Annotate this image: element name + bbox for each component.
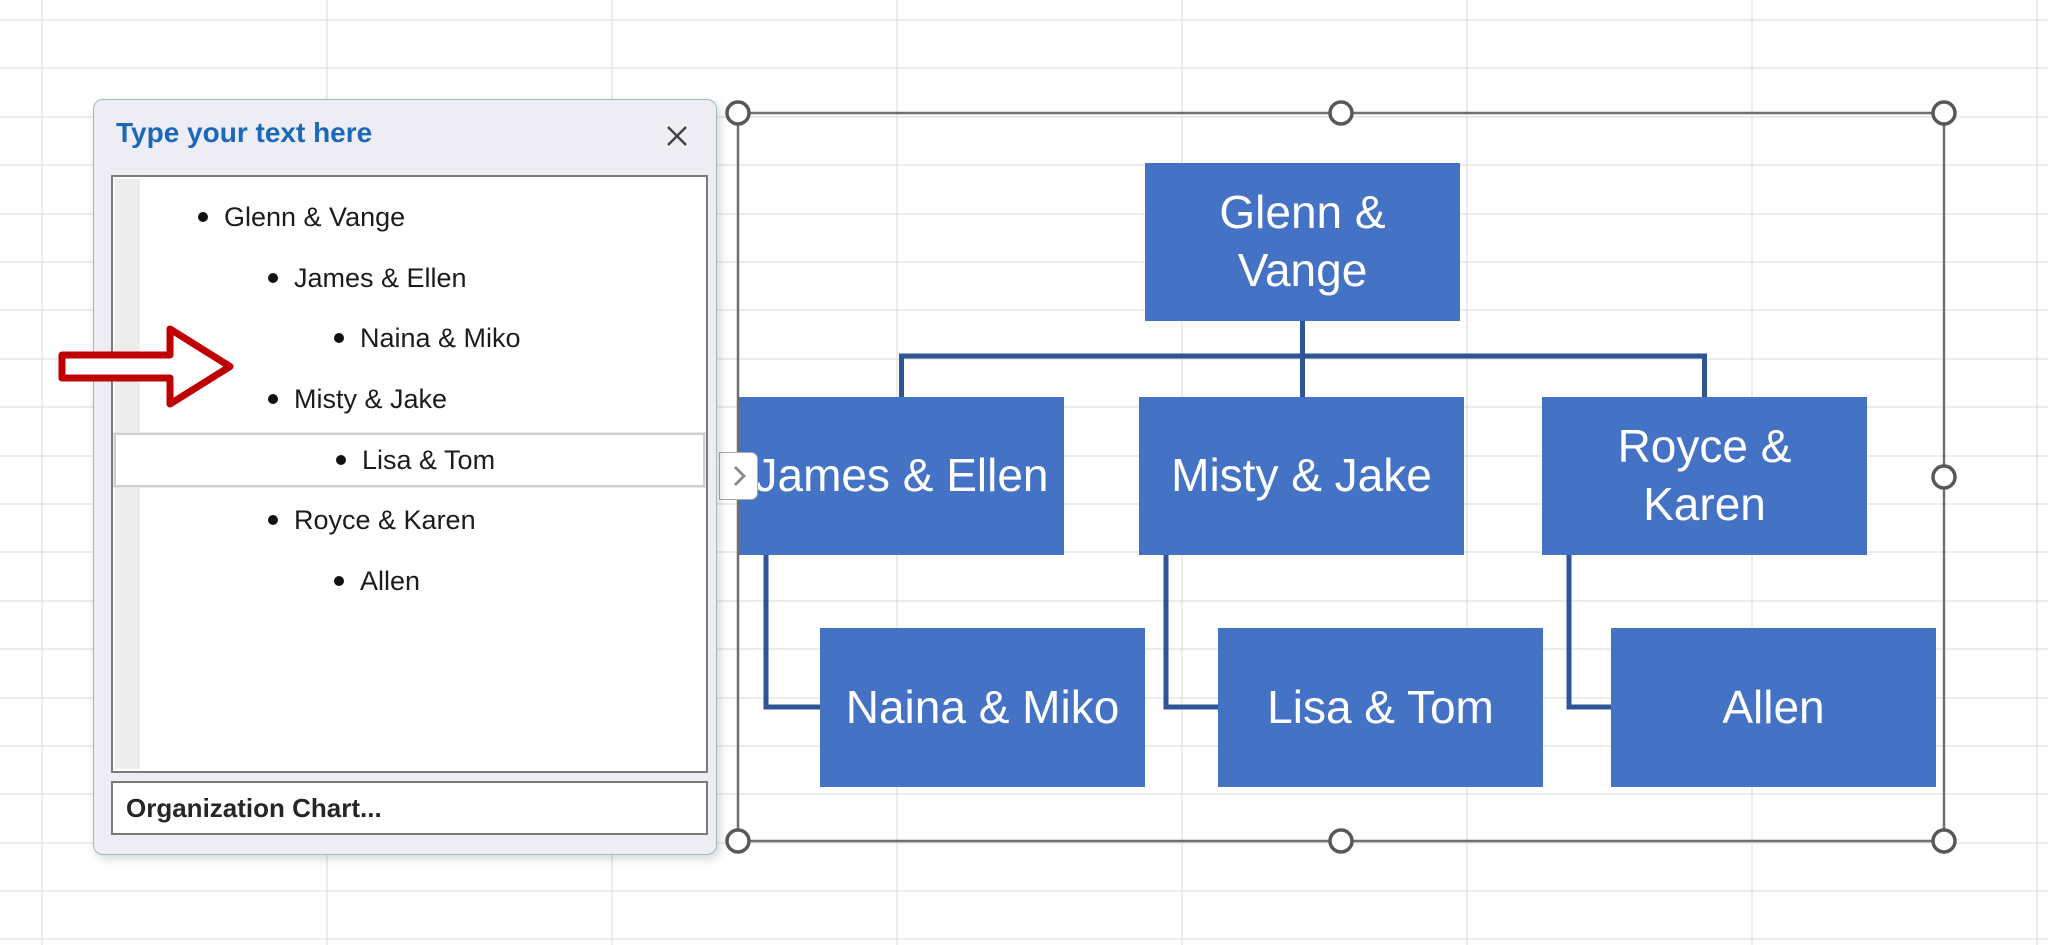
resize-handle-bottom-middle[interactable] <box>1328 828 1354 854</box>
bullet-icon <box>198 212 208 222</box>
bullet-icon <box>268 515 278 525</box>
text-pane-toggle-button[interactable] <box>719 452 758 500</box>
org-node-naina-miko[interactable]: Naina & Miko <box>820 628 1145 787</box>
outline-item-misty-jake[interactable]: Misty & Jake <box>114 372 705 426</box>
outline-item-label: James & Ellen <box>294 262 467 293</box>
chevron-right-icon <box>733 466 746 486</box>
layout-name-box: Organization Chart... <box>111 781 708 835</box>
resize-handle-middle-right[interactable] <box>1931 464 1957 490</box>
bullet-icon <box>334 333 344 343</box>
selection-border <box>736 111 1946 843</box>
smartart-text-pane: Type your text here Glenn & Vange James … <box>93 99 717 855</box>
outline-item-label: Naina & Miko <box>360 322 521 353</box>
resize-handle-top-left[interactable] <box>725 100 751 126</box>
text-pane-close-button[interactable] <box>660 119 694 153</box>
org-chart-connectors <box>763 321 1707 710</box>
resize-handle-bottom-right[interactable] <box>1931 828 1957 854</box>
outline-item-royce-karen[interactable]: Royce & Karen <box>114 493 705 547</box>
layout-name-label: Organization Chart... <box>126 792 382 823</box>
outline-item-lisa-tom-selected[interactable]: Lisa & Tom <box>114 433 705 487</box>
close-icon <box>667 126 687 146</box>
resize-handle-bottom-left[interactable] <box>725 828 751 854</box>
org-node-glenn-vange[interactable]: Glenn & Vange <box>1145 163 1460 321</box>
outline-item-naina-miko[interactable]: Naina & Miko <box>114 311 705 365</box>
resize-handle-top-right[interactable] <box>1931 100 1957 126</box>
org-node-james-ellen[interactable]: James & Ellen <box>739 397 1064 555</box>
outline-item-label: Glenn & Vange <box>224 201 406 232</box>
outline-item-label: Allen <box>360 565 421 596</box>
org-node-royce-karen[interactable]: Royce & Karen <box>1542 397 1867 555</box>
outline-item-label: Misty & Jake <box>294 383 448 414</box>
text-pane-outline-list: Glenn & Vange James & Ellen Naina & Miko… <box>111 175 708 773</box>
bullet-icon <box>268 394 278 404</box>
org-node-lisa-tom[interactable]: Lisa & Tom <box>1218 628 1543 787</box>
outline-item-glenn-vange[interactable]: Glenn & Vange <box>114 190 705 244</box>
text-pane-title: Type your text here <box>116 117 373 148</box>
outline-item-label: Lisa & Tom <box>362 444 496 475</box>
bullet-icon <box>334 576 344 586</box>
outline-item-label: Royce & Karen <box>294 504 476 535</box>
resize-handle-top-middle[interactable] <box>1328 100 1354 126</box>
org-node-misty-jake[interactable]: Misty & Jake <box>1139 397 1464 555</box>
outline-item-james-ellen[interactable]: James & Ellen <box>114 251 705 305</box>
outline-item-allen[interactable]: Allen <box>114 554 705 608</box>
resize-handles[interactable] <box>725 100 1957 854</box>
bullet-icon <box>268 273 278 283</box>
bullet-icon <box>336 455 346 465</box>
org-node-allen[interactable]: Allen <box>1611 628 1936 787</box>
